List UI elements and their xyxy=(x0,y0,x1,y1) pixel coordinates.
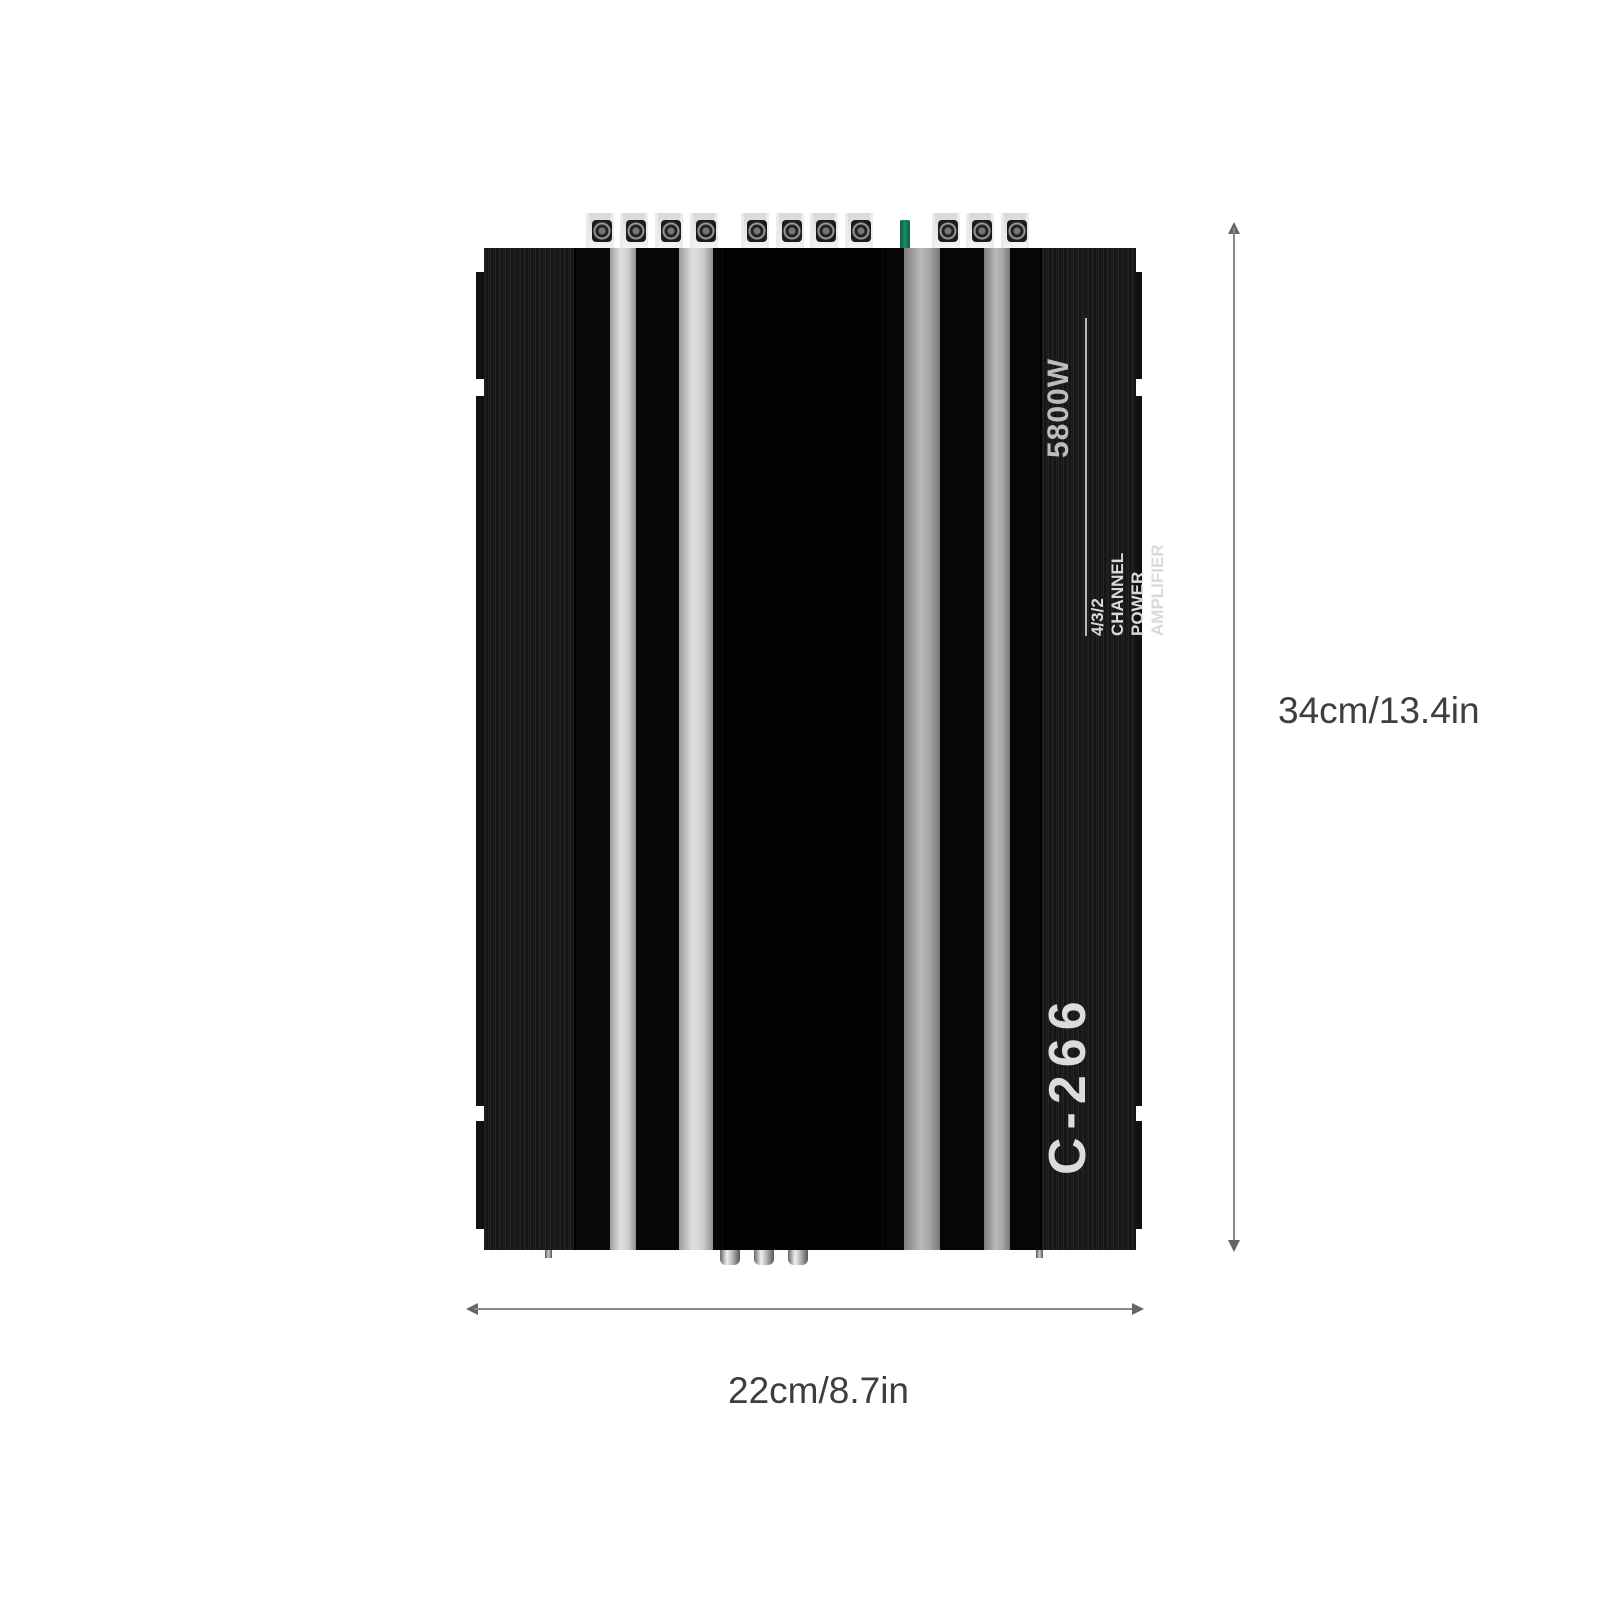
fuse-indicator xyxy=(900,220,910,250)
channel-description-label: 4/3/2 CHANNEL POWER AMPLIFIER xyxy=(1088,544,1167,636)
center-panel xyxy=(726,248,881,1250)
terminal-screw xyxy=(1001,213,1029,248)
terminal-screw xyxy=(776,213,804,248)
amplifier-body xyxy=(484,248,1136,1250)
terminal-screw xyxy=(845,213,873,248)
rca-input-3 xyxy=(788,1250,808,1265)
rca-input-1 xyxy=(720,1250,740,1265)
silver-stripe xyxy=(984,248,1010,1250)
mounting-tab xyxy=(1134,1121,1142,1229)
height-dimension-label: 34cm/13.4in xyxy=(1278,690,1480,731)
mounting-tab xyxy=(1134,396,1142,1106)
label-divider xyxy=(1085,318,1087,636)
heatsink-left-panel xyxy=(484,248,574,1250)
mounting-tab xyxy=(1134,272,1142,379)
mounting-foot xyxy=(545,1250,552,1258)
width-dimension-line xyxy=(474,1308,1134,1310)
height-dimension-line xyxy=(1233,228,1235,1240)
heatsink-fin xyxy=(576,248,616,1250)
mounting-tab xyxy=(476,396,486,1106)
terminal-screw xyxy=(655,213,683,248)
arrow-left-icon xyxy=(466,1303,478,1315)
terminal-screw xyxy=(620,213,648,248)
terminal-screw xyxy=(932,213,960,248)
terminal-screw xyxy=(810,213,838,248)
terminal-screw xyxy=(690,213,718,248)
arrow-down-icon xyxy=(1228,1240,1240,1252)
mounting-tab xyxy=(476,1121,486,1229)
terminal-screw xyxy=(586,213,614,248)
mounting-foot xyxy=(1036,1250,1043,1258)
mounting-tab xyxy=(476,272,486,379)
rca-input-2 xyxy=(754,1250,774,1265)
model-number-label: C-266 xyxy=(1039,993,1097,1175)
terminal-screw xyxy=(966,213,994,248)
heatsink-right-panel xyxy=(1042,248,1136,1250)
silver-stripe xyxy=(904,248,940,1250)
power-rating-label: 5800W xyxy=(1042,357,1075,458)
arrow-right-icon xyxy=(1132,1303,1144,1315)
silver-stripe xyxy=(610,248,636,1250)
terminal-screw xyxy=(741,213,769,248)
width-dimension-label: 22cm/8.7in xyxy=(728,1370,909,1411)
silver-stripe xyxy=(679,248,713,1250)
